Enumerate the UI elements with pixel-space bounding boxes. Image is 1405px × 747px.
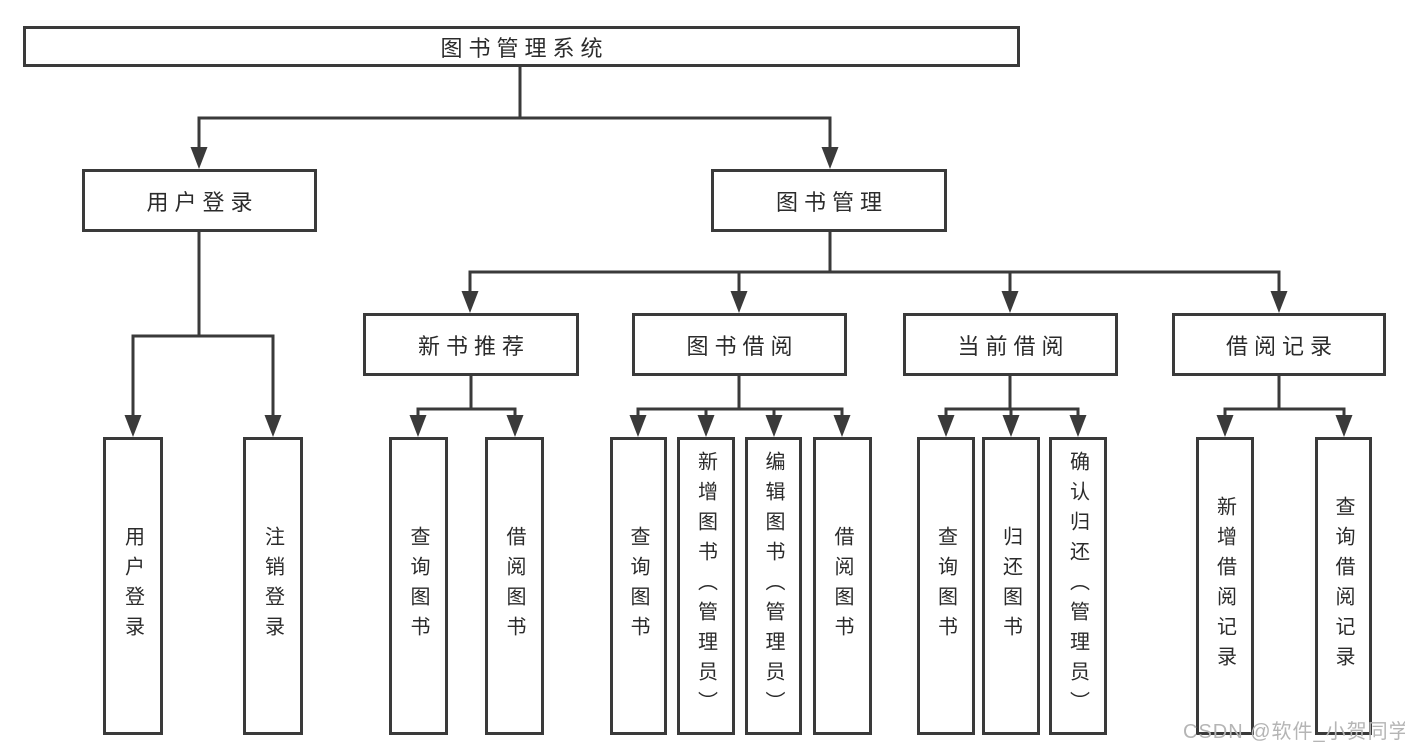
node-query-books-current: 查询图书	[917, 437, 975, 735]
node-borrow-records: 借阅记录	[1172, 313, 1386, 376]
node-root: 图书管理系统	[23, 26, 1020, 67]
node-edit-book-admin: 编辑图书（管理员）	[745, 437, 802, 735]
node-current-borrow: 当前借阅	[903, 313, 1118, 376]
node-return-book: 归还图书	[982, 437, 1040, 735]
node-confirm-return-admin: 确认归还（管理员）	[1049, 437, 1107, 735]
node-query-borrow-record: 查询借阅记录	[1315, 437, 1372, 735]
node-borrow-books-action: 借阅图书	[813, 437, 872, 735]
watermark: CSDN @软件_小贺同学	[1183, 721, 1405, 743]
node-login-action: 用户登录	[103, 437, 163, 735]
node-book-borrow: 图书借阅	[632, 313, 847, 376]
node-book-management: 图书管理	[711, 169, 947, 232]
node-query-books-borrow: 查询图书	[610, 437, 667, 735]
node-user-login: 用户登录	[82, 169, 317, 232]
node-query-books-recommend: 查询图书	[389, 437, 448, 735]
node-borrow-books-recommend: 借阅图书	[485, 437, 544, 735]
node-add-borrow-record: 新增借阅记录	[1196, 437, 1254, 735]
node-add-book-admin: 新增图书（管理员）	[677, 437, 735, 735]
node-logout-action: 注销登录	[243, 437, 303, 735]
node-new-book-recommend: 新书推荐	[363, 313, 579, 376]
